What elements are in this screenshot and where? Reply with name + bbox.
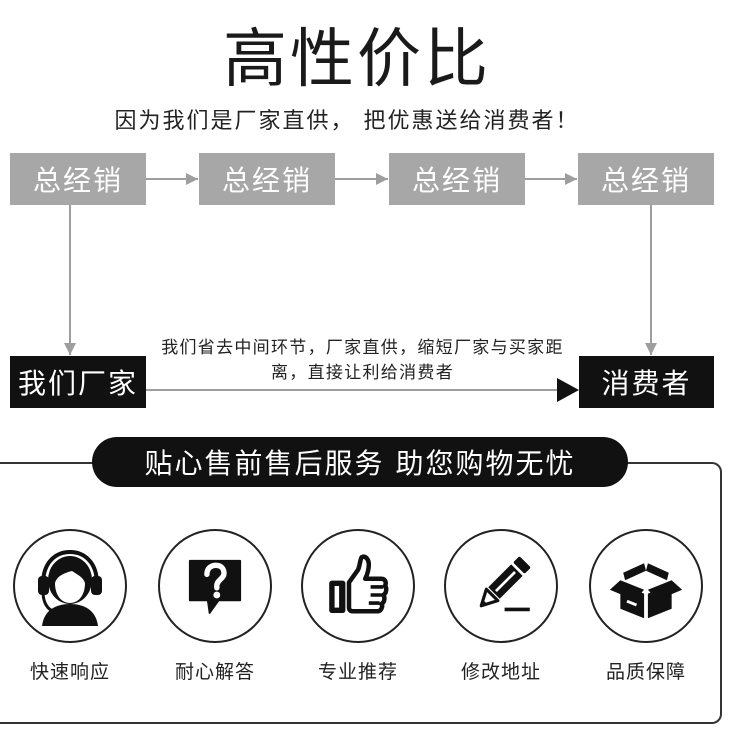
page-title: 高性价比 xyxy=(223,23,491,97)
distributor-box-1: 总经销 xyxy=(10,153,146,205)
page-subtitle: 因为我们是厂家直供， 把优惠送给消费者！ xyxy=(114,109,580,134)
distributor-box-4: 总经销 xyxy=(578,153,714,205)
distributor-box-2: 总经销 xyxy=(199,153,335,205)
distributor-box-3: 总经销 xyxy=(389,153,525,205)
service-item-change-address: 修改地址 xyxy=(441,529,561,689)
arrow-factory-to-consumer-head xyxy=(557,378,579,402)
question-bubble-icon xyxy=(188,559,242,614)
headset-agent-icon xyxy=(38,549,102,626)
service-label: 快速响应 xyxy=(29,661,110,683)
service-icon-circle xyxy=(444,529,558,643)
flow-note-line-1: 我们省去中间环节，厂家直供，缩短厂家与买家距 xyxy=(161,338,564,358)
factory-box: 我们厂家 xyxy=(10,356,146,408)
service-banner: 贴心售前售后服务 助您购物无忧 xyxy=(92,437,628,487)
service-item-professional-recommendation: 专业推荐 xyxy=(298,529,418,689)
service-item-quality-assurance: 品质保障 xyxy=(586,529,706,689)
service-icon-circle xyxy=(13,529,127,643)
service-item-patient-answers: 耐心解答 xyxy=(155,529,275,689)
service-item-quick-response: 快速响应 xyxy=(10,529,130,689)
service-icon-circle xyxy=(301,529,415,643)
service-label: 专业推荐 xyxy=(317,661,398,683)
flow-note-line-2: 离，直接让利给消费者 xyxy=(271,363,454,383)
thumbs-up-icon xyxy=(329,554,389,614)
flow-note: 我们省去中间环节，厂家直供，缩短厂家与买家距 离，直接让利给消费者 xyxy=(150,336,575,386)
service-icon-circle xyxy=(158,529,272,643)
service-label: 耐心解答 xyxy=(174,661,255,683)
open-box-icon xyxy=(609,563,683,619)
service-label: 品质保障 xyxy=(605,661,686,683)
service-icon-circle xyxy=(589,529,703,643)
edit-pencil-icon xyxy=(479,556,531,612)
service-label: 修改地址 xyxy=(460,661,541,683)
consumer-box: 消费者 xyxy=(579,356,714,408)
